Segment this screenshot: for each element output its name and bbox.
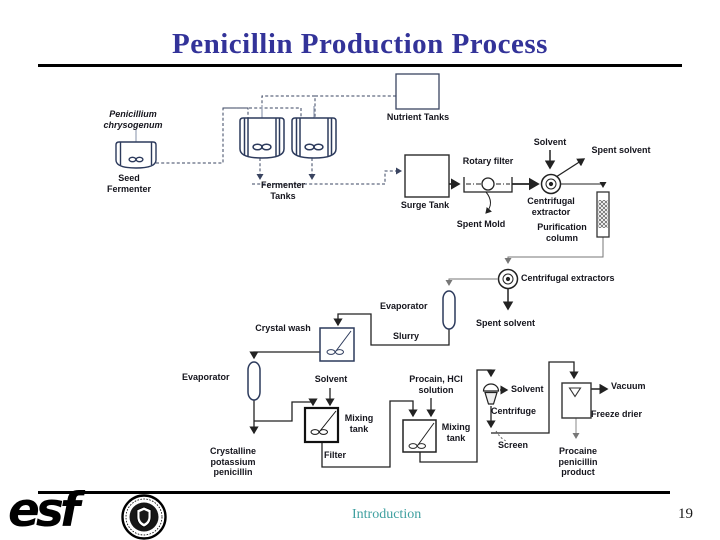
crystalline-product-label: Crystalline potassium penicillin bbox=[209, 446, 257, 477]
purification-column-shape bbox=[596, 191, 610, 238]
centrifugal-extractor-shape bbox=[540, 173, 562, 195]
impeller-icon bbox=[252, 143, 263, 151]
rotary-filter-shape bbox=[463, 177, 513, 193]
mixing-tank-1-shape bbox=[303, 406, 340, 444]
rotary-filter-label: Rotary filter bbox=[462, 156, 514, 166]
evaporator-2-shape bbox=[247, 361, 261, 401]
vacuum-label: Vacuum bbox=[611, 381, 646, 391]
impeller-icon bbox=[304, 143, 315, 151]
fermenter-tanks-label: Fermenter Tanks bbox=[260, 180, 305, 201]
impeller-icon bbox=[310, 429, 320, 435]
freeze-drier-label: Freeze drier bbox=[591, 409, 643, 419]
impeller-icon bbox=[408, 443, 418, 449]
centrifuge-shape bbox=[482, 383, 500, 405]
fermenter-tank-2 bbox=[291, 106, 337, 159]
impeller-icon bbox=[326, 349, 336, 355]
seed-fermenter-label: Seed Fermenter bbox=[106, 173, 151, 194]
crystal-wash-tank-shape bbox=[319, 327, 355, 362]
spent-solvent-top-label: Spent solvent bbox=[591, 145, 651, 155]
impeller-icon bbox=[128, 156, 137, 163]
crystal-wash-label: Crystal wash bbox=[255, 323, 311, 333]
slurry-label: Slurry bbox=[393, 331, 420, 341]
filter-label: Filter bbox=[324, 450, 347, 460]
esf-seal-logo bbox=[121, 494, 167, 540]
evaporator-1-shape bbox=[442, 290, 456, 330]
solvent-bottom-label: Solvent bbox=[511, 384, 544, 394]
mixing-tank-1-label: Mixing tank bbox=[344, 413, 374, 434]
impeller-icon bbox=[135, 156, 144, 163]
esf-logo-text: esf bbox=[8, 483, 80, 538]
footer-divider bbox=[38, 491, 670, 494]
page-number: 19 bbox=[678, 506, 693, 522]
surge-tank-box bbox=[404, 154, 450, 198]
centrifugal-extractor-label: Centrifugal extractor bbox=[527, 196, 575, 217]
nutrient-tanks-label: Nutrient Tanks bbox=[386, 112, 450, 122]
mixing-tank-2-label: Mixing tank bbox=[441, 422, 471, 443]
impeller-icon bbox=[319, 429, 328, 435]
centrifugal-extractors-label: Centrifugal extractors bbox=[521, 273, 615, 283]
solvent-mid-label: Solvent bbox=[314, 374, 348, 384]
spent-solvent-mid-label: Spent solvent bbox=[476, 318, 536, 328]
agitator-shaft-icon bbox=[335, 330, 352, 352]
mixing-tank-2-shape bbox=[402, 419, 437, 453]
impeller-icon bbox=[261, 143, 272, 151]
purification-column-label: Purification column bbox=[537, 222, 587, 243]
funnel-icon bbox=[568, 387, 582, 398]
title-underline bbox=[38, 64, 682, 67]
slide-title: Penicillin Production Process bbox=[172, 28, 548, 60]
evaporator-2-label: Evaporator bbox=[182, 372, 230, 382]
centrifuge-label: Centrifuge bbox=[491, 406, 536, 416]
procain-hcl-label: Procain, HCl solution bbox=[409, 374, 463, 395]
agitator-shaft-icon bbox=[417, 422, 435, 446]
impeller-icon bbox=[335, 349, 344, 355]
nutrient-tanks-box bbox=[395, 73, 440, 110]
screen-label: Screen bbox=[498, 440, 529, 450]
solvent-top-label: Solvent bbox=[533, 137, 567, 147]
seed-fermenter-vessel bbox=[115, 130, 157, 169]
penicillium-label: Penicillium chrysogenum bbox=[103, 109, 163, 130]
impeller-icon bbox=[417, 443, 426, 449]
fermenter-tank-1 bbox=[239, 106, 285, 159]
dashed-feed-lines bbox=[156, 95, 402, 185]
footer-section-text: Introduction bbox=[352, 507, 422, 522]
agitator-shaft-icon bbox=[319, 410, 337, 432]
freeze-drier-shape bbox=[561, 382, 592, 419]
impeller-icon bbox=[313, 143, 324, 151]
flow-lines bbox=[249, 150, 609, 468]
surge-tank-label: Surge Tank bbox=[400, 200, 450, 210]
procaine-product-label: Procaine penicillin product bbox=[558, 446, 598, 477]
evaporator-1-label: Evaporator bbox=[380, 301, 428, 311]
spent-mold-label: Spent Mold bbox=[456, 219, 506, 229]
centrifugal-extractors-shape bbox=[497, 268, 519, 290]
